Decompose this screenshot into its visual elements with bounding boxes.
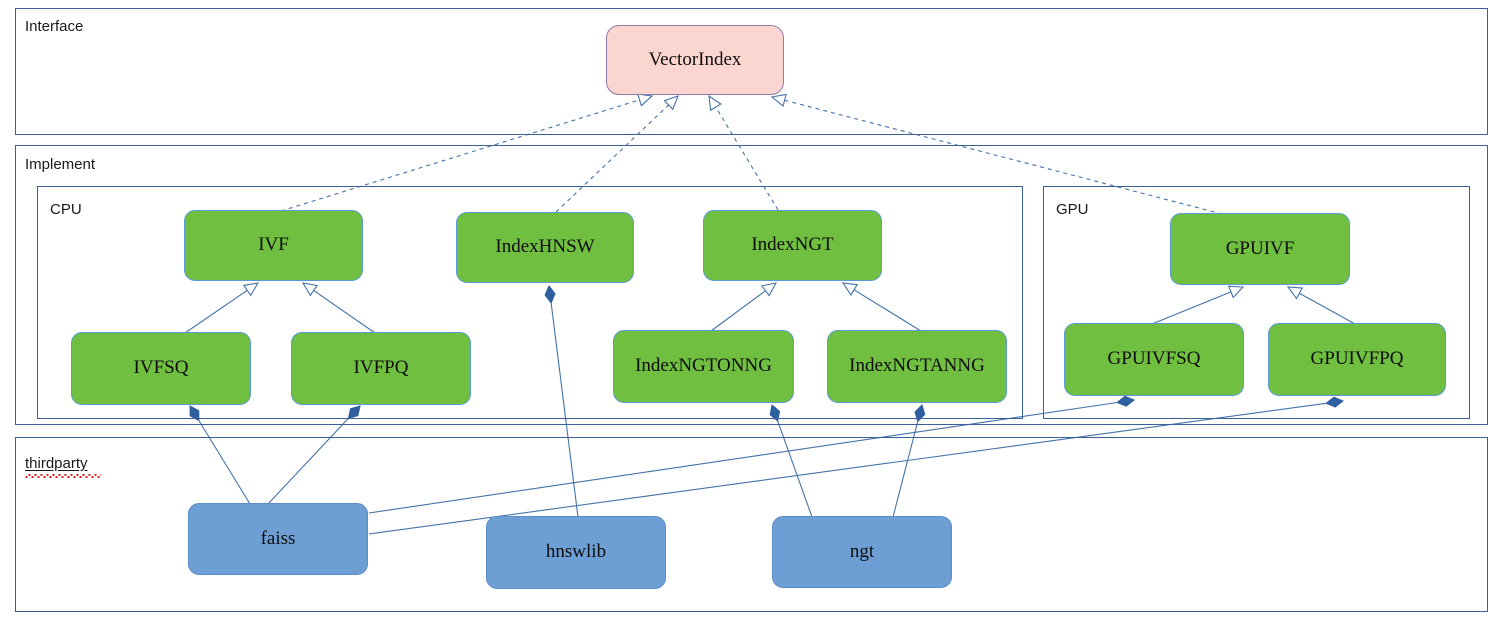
panel-gpu xyxy=(1043,186,1470,419)
panel-implement xyxy=(15,145,1488,425)
node-indexhnsw[interactable]: IndexHNSW xyxy=(456,212,634,283)
panel-interface xyxy=(15,8,1488,135)
node-indexngtanng[interactable]: IndexNGTANNG xyxy=(827,330,1007,403)
node-gpuivfsq[interactable]: GPUIVFSQ xyxy=(1064,323,1244,396)
node-vectorindex[interactable]: VectorIndex xyxy=(606,25,784,95)
panel-label-interface: Interface xyxy=(25,18,84,35)
node-indexngt[interactable]: IndexNGT xyxy=(703,210,882,281)
panel-label-thirdparty: thirdparty xyxy=(25,455,88,472)
node-gpuivf[interactable]: GPUIVF xyxy=(1170,213,1350,285)
node-ngt[interactable]: ngt xyxy=(772,516,952,588)
node-ivfsq[interactable]: IVFSQ xyxy=(71,332,251,405)
node-ivf[interactable]: IVF xyxy=(184,210,363,281)
spellcheck-underline-thirdparty xyxy=(25,474,101,478)
node-gpuivfpq[interactable]: GPUIVFPQ xyxy=(1268,323,1446,396)
node-indexngtonng[interactable]: IndexNGTONNG xyxy=(613,330,794,403)
panel-label-implement: Implement xyxy=(25,156,96,173)
panel-label-gpu: GPU xyxy=(1056,201,1089,218)
panel-label-cpu: CPU xyxy=(50,201,82,218)
node-ivfpq[interactable]: IVFPQ xyxy=(291,332,471,405)
node-faiss[interactable]: faiss xyxy=(188,503,368,575)
panel-thirdparty xyxy=(15,437,1488,612)
panel-cpu xyxy=(37,186,1023,419)
node-hnswlib[interactable]: hnswlib xyxy=(486,516,666,589)
